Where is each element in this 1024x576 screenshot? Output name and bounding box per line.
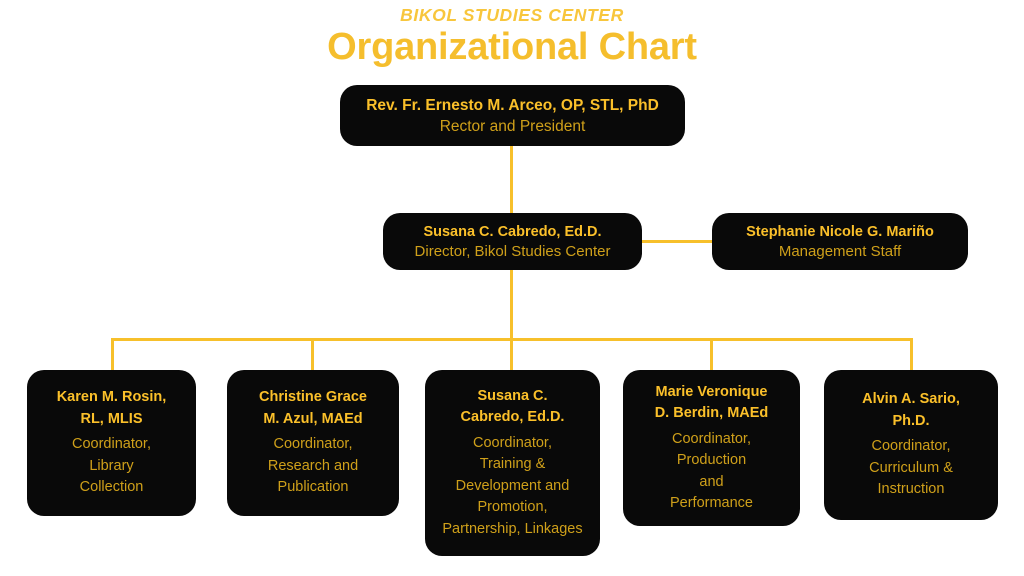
connector-drop-coordinator-5 [910,338,913,373]
org-node-coordinator-curriculum-instruction[interactable]: Alvin A. Sario, Ph.D. Coordinator, Curri… [824,370,998,520]
org-node-role: Management Staff [778,242,902,260]
org-node-role: Coordinator, Training & Development and … [442,434,583,537]
org-node-rector[interactable]: Rev. Fr. Ernesto M. Arceo, OP, STL, PhD … [340,85,685,146]
org-node-role: Director, Bikol Studies Center [414,242,611,260]
connector-drop-coordinator-4 [710,338,713,373]
connector-drop-coordinator-3 [510,338,513,373]
connector-director-trunk [510,270,513,341]
org-node-management-staff[interactable]: Stephanie Nicole G. Mariño Management St… [712,213,968,270]
org-node-role: Coordinator, Production and Performance [669,430,753,512]
org-node-coordinator-research-publication[interactable]: Christine Grace M. Azul, MAEd Coordinato… [227,370,399,516]
org-node-name: Rev. Fr. Ernesto M. Arceo, OP, STL, PhD [366,96,659,114]
connector-drop-coordinator-1 [111,338,114,373]
org-node-role: Coordinator, Curriculum & Instruction [869,438,953,498]
org-node-name: Alvin A. Sario, Ph.D. [862,391,960,429]
org-node-name: Christine Grace M. Azul, MAEd [259,389,367,427]
connector-drop-coordinator-2 [311,338,314,373]
connector-director-to-management [642,240,713,243]
org-node-coordinator-training-development[interactable]: Susana C. Cabredo, Ed.D. Coordinator, Tr… [425,370,600,556]
organization-name: BIKOL STUDIES CENTER [400,5,624,25]
org-node-name: Marie Veronique D. Berdin, MAEd [654,383,769,422]
page-title: Organizational Chart [327,26,697,68]
org-node-role: Coordinator, Library Collection [72,436,151,496]
org-node-director[interactable]: Susana C. Cabredo, Ed.D. Director, Bikol… [383,213,642,270]
org-node-name: Susana C. Cabredo, Ed.D. [460,387,565,426]
org-node-role: Coordinator, Research and Publication [267,436,359,496]
org-node-name: Susana C. Cabredo, Ed.D. [423,223,602,240]
org-node-role: Rector and President [439,117,586,135]
org-node-name: Karen M. Rosin, RL, MLIS [56,389,167,427]
org-node-coordinator-library-collection[interactable]: Karen M. Rosin, RL, MLIS Coordinator, Li… [27,370,196,516]
org-node-name: Stephanie Nicole G. Mariño [746,223,934,240]
org-node-coordinator-production-performance[interactable]: Marie Veronique D. Berdin, MAEd Coordina… [623,370,800,526]
connector-rector-to-director [510,146,513,214]
